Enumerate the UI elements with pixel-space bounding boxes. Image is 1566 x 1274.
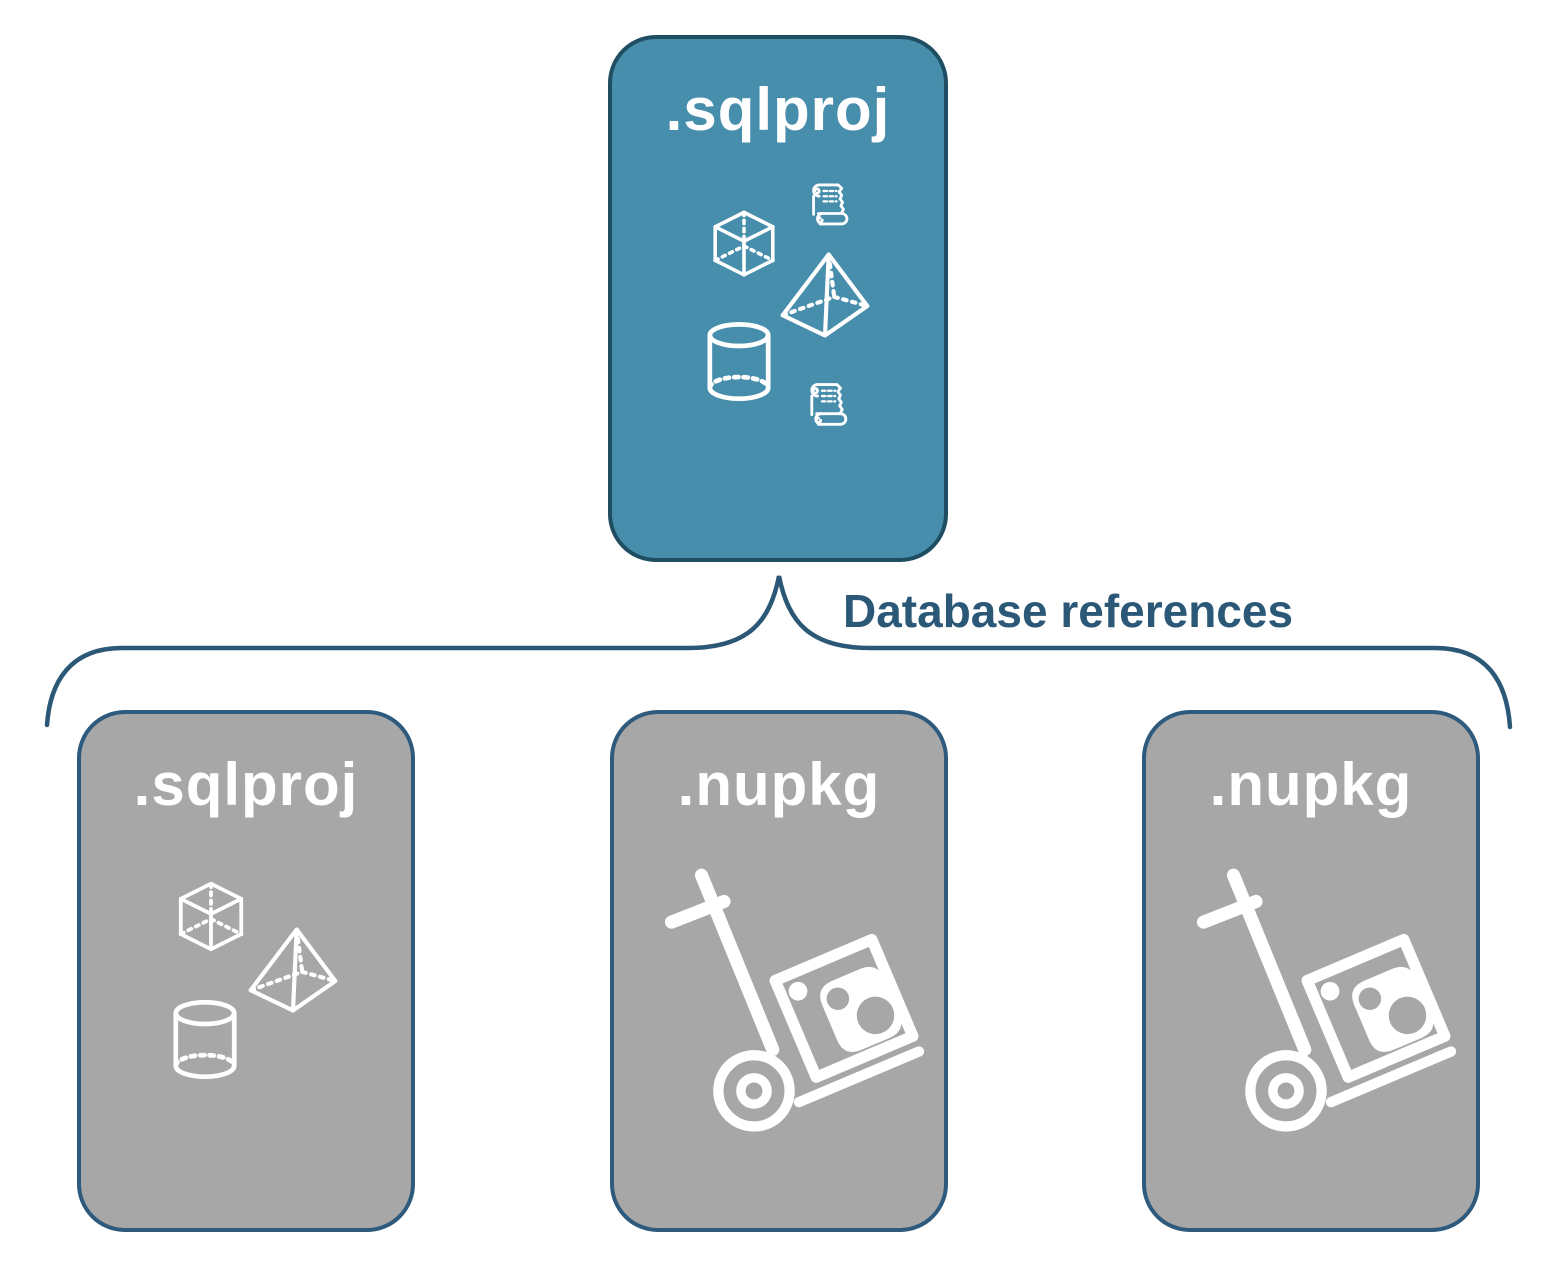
node-label: .sqlproj xyxy=(133,751,359,818)
pyramid-icon xyxy=(243,924,343,1016)
pyramid-icon xyxy=(775,249,875,341)
node-nupkg-1: .nupkg xyxy=(610,710,948,1232)
node-label: .nupkg xyxy=(1209,751,1413,818)
cube-icon xyxy=(704,206,784,286)
package-dolly-icon xyxy=(664,864,964,1164)
cylinder-icon xyxy=(706,322,772,402)
node-label: .sqlproj xyxy=(665,76,891,143)
scroll-icon xyxy=(801,177,853,231)
scroll-icon xyxy=(799,377,852,431)
node-label: .nupkg xyxy=(677,751,881,818)
node-sqlproj-root: .sqlproj xyxy=(608,35,948,562)
connector-label: Database references xyxy=(843,585,1294,637)
package-dolly-icon xyxy=(1196,864,1496,1164)
cylinder-icon xyxy=(172,999,238,1081)
node-sqlproj-child: .sqlproj xyxy=(77,710,415,1232)
cube-icon xyxy=(169,877,253,961)
node-nupkg-2: .nupkg xyxy=(1142,710,1480,1232)
